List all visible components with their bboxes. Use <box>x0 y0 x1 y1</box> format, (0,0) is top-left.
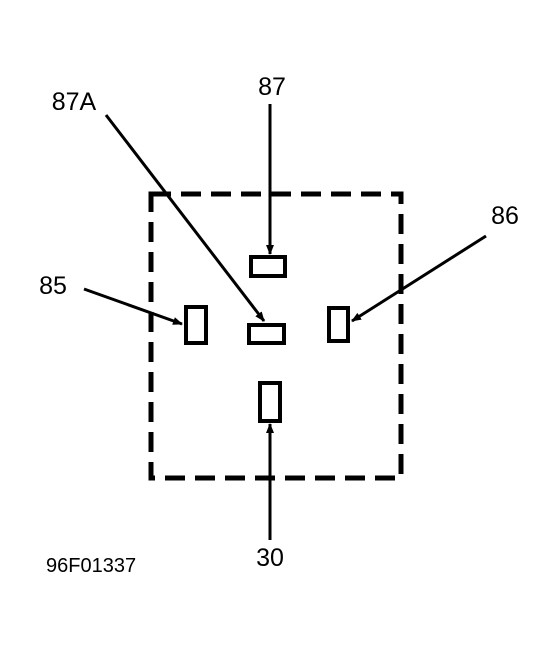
figure-id-label: 96F01337 <box>46 555 136 577</box>
label-30: 30 <box>256 544 284 572</box>
terminal-86-pin <box>327 306 350 343</box>
terminal-30-pin <box>258 381 282 423</box>
terminal-87a-pin <box>247 323 286 345</box>
relay-housing-outline <box>148 191 404 481</box>
label-85: 85 <box>39 272 67 300</box>
label-87a: 87A <box>52 88 97 116</box>
label-87: 87 <box>258 73 286 101</box>
label-86: 86 <box>491 202 519 230</box>
arrow-87a <box>104 114 266 322</box>
arrow-86 <box>351 234 487 323</box>
terminal-85-pin <box>184 305 208 345</box>
terminal-87-pin <box>249 255 287 278</box>
arrow-85 <box>83 287 183 326</box>
